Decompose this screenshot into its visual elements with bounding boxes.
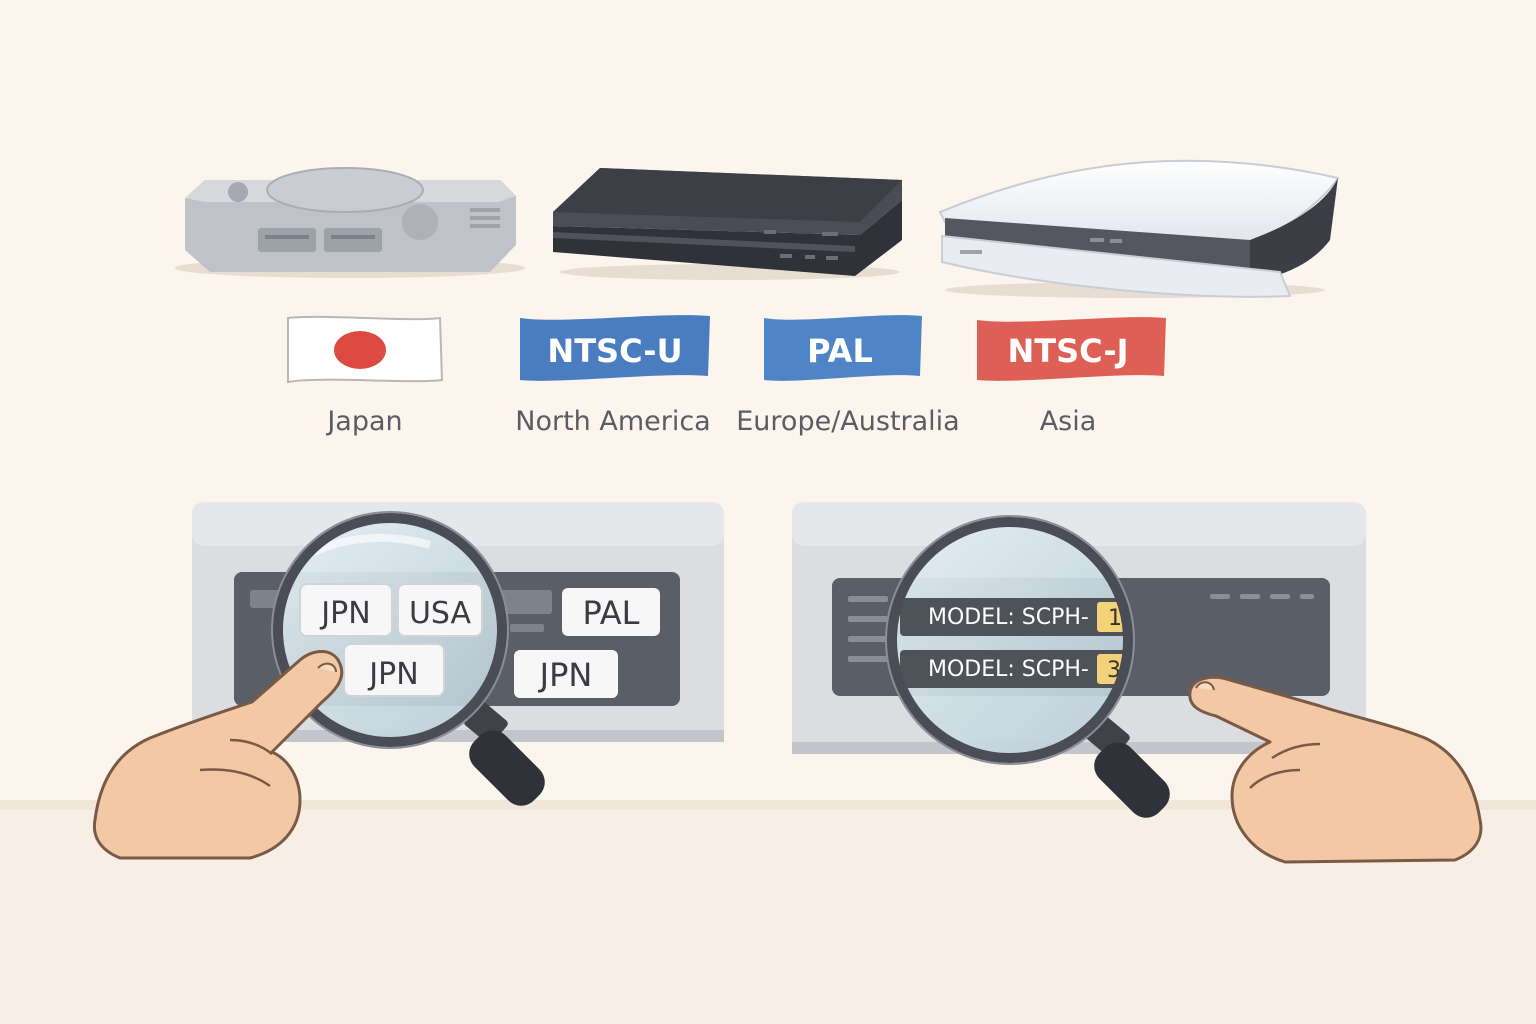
tag-jpn-2 [343, 643, 445, 697]
right-panel: MODEL: SCPH- 1001 MODEL: SCPH- 30001 [792, 502, 1483, 864]
ntsc-j-flag-label: NTSC-J [1007, 332, 1128, 370]
floor-edge [0, 800, 1536, 810]
model-prefix-2: MODEL: SCPH- [928, 657, 1089, 682]
tag-usa-text: USA [409, 596, 472, 631]
model-prefix-1: MODEL: SCPH- [928, 605, 1089, 630]
right-hand-pointing-icon [1188, 675, 1483, 864]
japan-flag-sun [334, 331, 386, 369]
region-north-america: NTSC-U North America [515, 315, 711, 437]
region-japan: Japan [287, 315, 444, 437]
region-asia: NTSC-J Asia [977, 317, 1166, 437]
tag-usa [397, 583, 483, 637]
ntsc-j-flag [977, 317, 1166, 381]
left-hand-pointing-icon [92, 650, 344, 860]
tag-jpn-outer [514, 650, 618, 698]
region-label-north-america: North America [515, 406, 710, 437]
pal-flag-label: PAL [807, 332, 873, 370]
region-label-asia: Asia [1040, 406, 1097, 437]
tag-pal [562, 588, 660, 636]
ntsc-u-flag-label: NTSC-U [547, 332, 682, 370]
region-label-japan: Japan [325, 406, 402, 437]
tag-jpn-2-text: JPN [367, 657, 418, 692]
magnifier-lens-right: MODEL: SCPH- 1001 MODEL: SCPH- 30001 [885, 515, 1135, 765]
retro-gray-console-icon [175, 167, 525, 278]
tag-pal-text: PAL [583, 594, 640, 632]
modern-white-console-icon [938, 159, 1340, 298]
region-europe-australia: PAL Europe/Australia [736, 315, 960, 437]
region-label-europe-australia: Europe/Australia [736, 406, 959, 437]
left-panel: PAL JPN JPN USA JPN [92, 502, 724, 860]
tag-jpn-1 [299, 583, 393, 637]
slim-black-console-icon [553, 168, 902, 280]
tag-jpn-outer-text: JPN [538, 656, 593, 694]
ntsc-u-flag [520, 315, 710, 381]
tag-jpn-1-text: JPN [319, 596, 370, 631]
pal-flag [764, 315, 922, 381]
model-highlight-1 [1097, 602, 1128, 632]
